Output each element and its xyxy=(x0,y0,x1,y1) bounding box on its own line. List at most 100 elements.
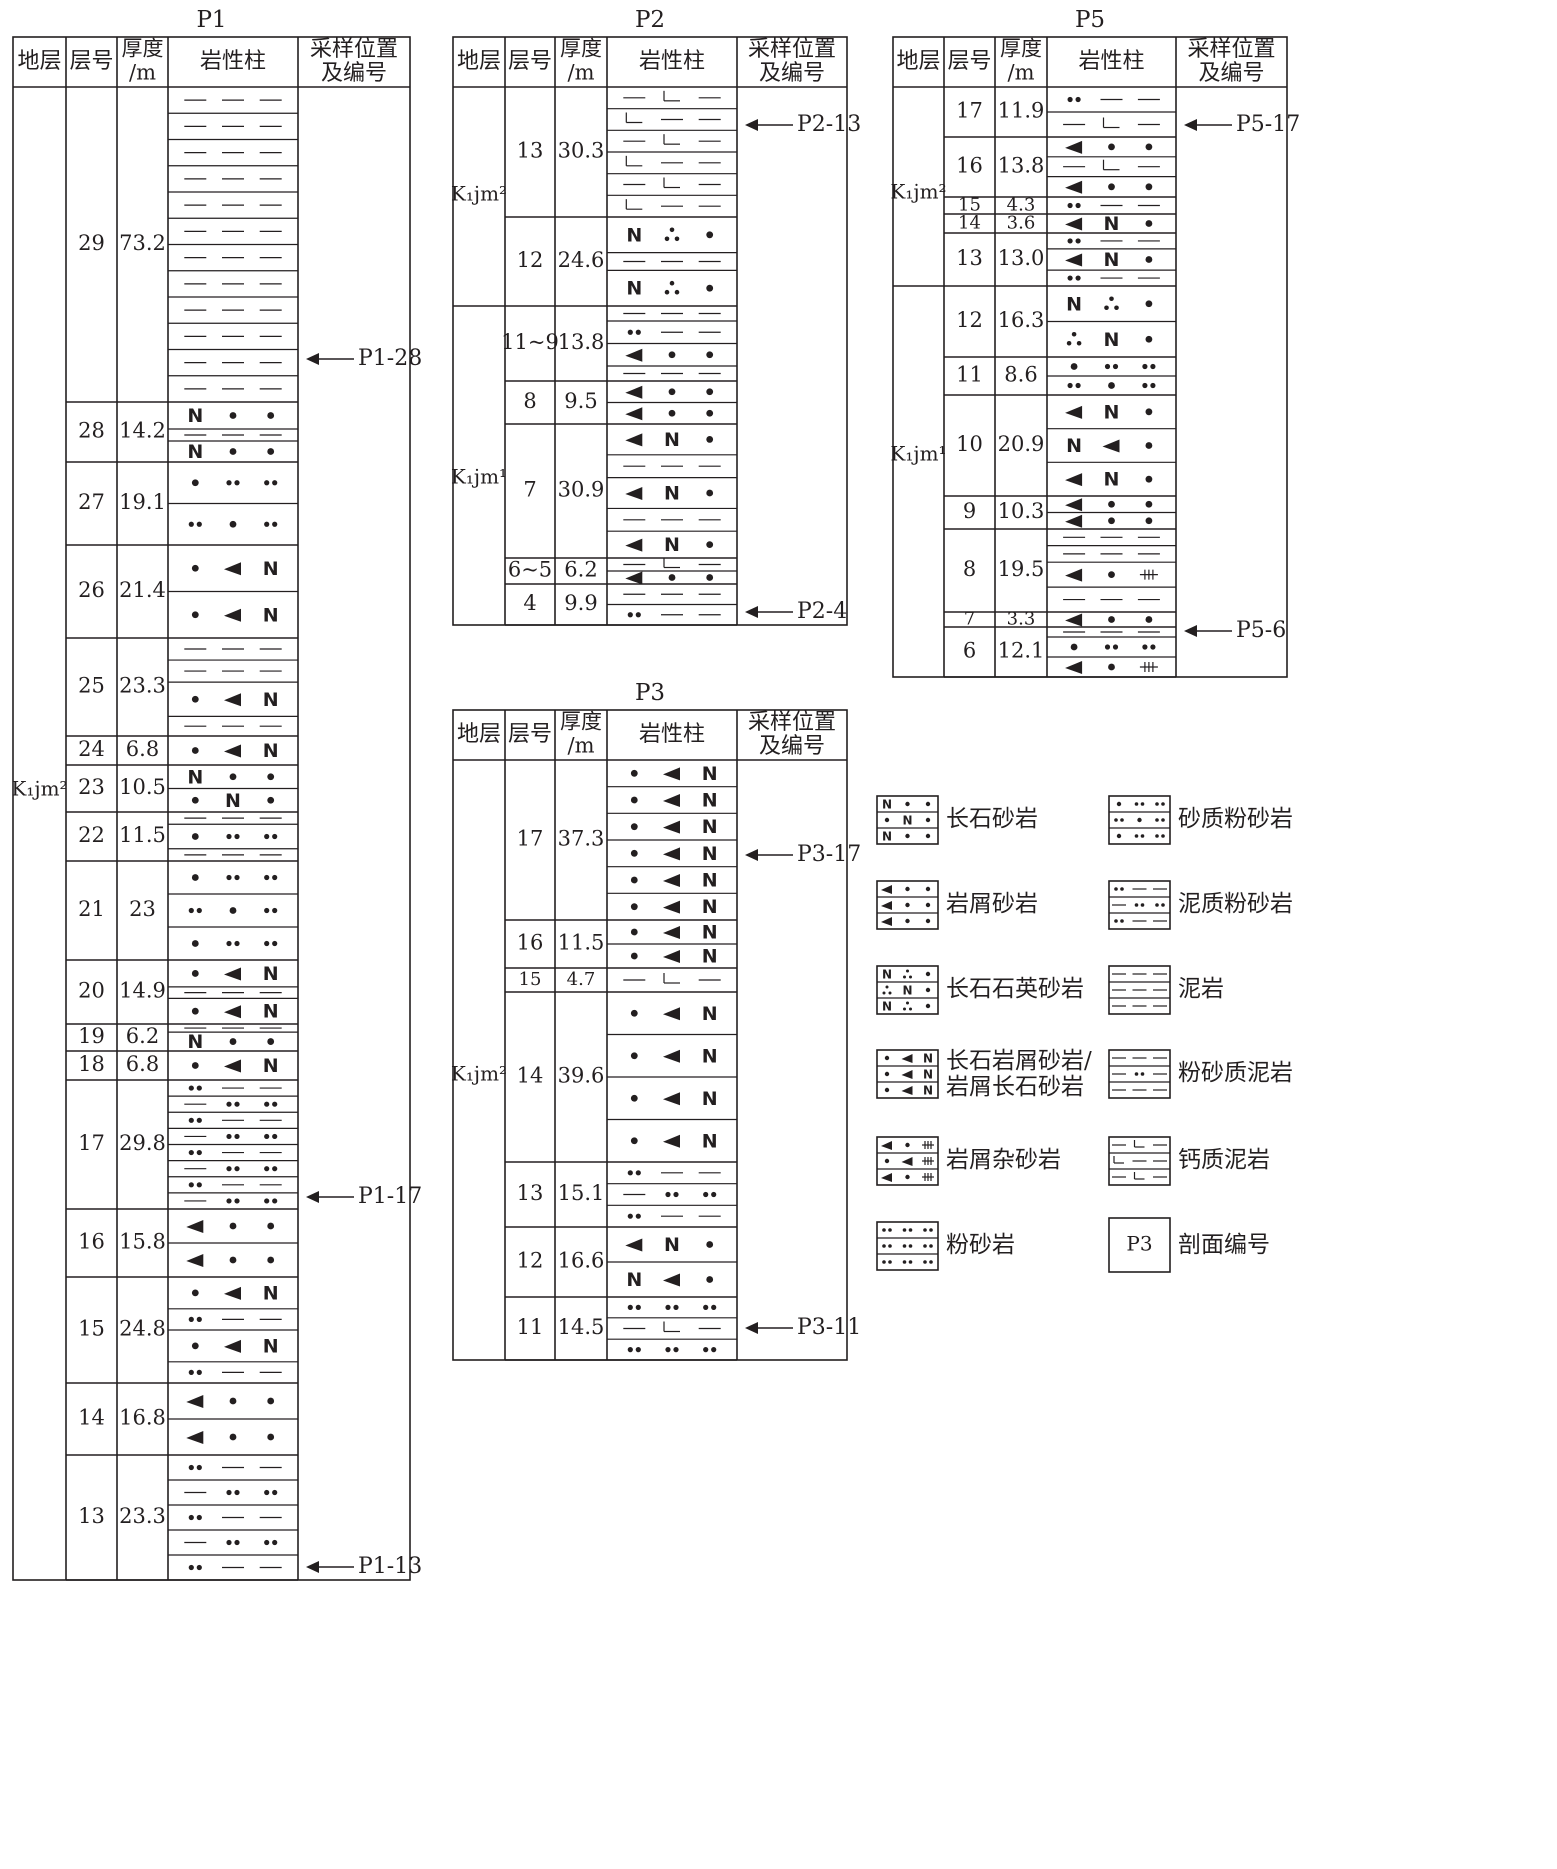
double-dot-symbol xyxy=(635,1170,641,1176)
layer-row: 11~913.8 xyxy=(501,312,737,382)
legend-item-muddy_siltstone: 泥质粉砂岩 xyxy=(1108,880,1293,930)
layer-thickness: 15.1 xyxy=(558,1181,605,1205)
quartz-dots-symbol xyxy=(674,289,680,295)
legend-label-2: 岩屑长石砂岩 xyxy=(946,1074,1084,1100)
legend: NNN长石砂岩砂质粉砂岩岩屑砂岩泥质粉砂岩NNN长石石英砂岩泥岩NNN长石岩屑砂… xyxy=(876,795,1293,1273)
layer-thickness: 23 xyxy=(129,897,156,921)
dot-symbol xyxy=(267,1397,275,1405)
legend-swatch-pattern xyxy=(877,885,938,926)
layer-thickness: 10.3 xyxy=(998,499,1045,523)
lithology-block xyxy=(168,479,298,528)
double-dot-symbol xyxy=(188,1464,194,1471)
dot-symbol xyxy=(668,409,676,417)
dot-symbol xyxy=(630,823,638,831)
lithic-triangle-symbol xyxy=(1065,568,1083,582)
double-dot-symbol xyxy=(1140,1072,1145,1076)
section-frame xyxy=(12,36,411,1581)
dot-symbol xyxy=(668,574,676,581)
legend-item-lithic_sandstone: 岩屑砂岩 xyxy=(876,880,1038,930)
lithic-triangle-symbol xyxy=(663,900,680,914)
layer-thickness: 24.6 xyxy=(558,248,605,272)
layer-thickness: 29.8 xyxy=(119,1131,166,1155)
double-dot-symbol xyxy=(1134,802,1139,806)
double-dot-symbol xyxy=(1150,382,1156,389)
lithic-triangle-symbol xyxy=(1065,217,1083,231)
double-dot-symbol xyxy=(703,1347,709,1353)
sample-marker: P3-17 xyxy=(745,842,861,867)
double-dot-symbol xyxy=(673,1191,679,1198)
layer-thickness: 30.3 xyxy=(558,139,605,163)
double-dot-symbol xyxy=(1155,802,1159,806)
legend-label: 粉砂岩 xyxy=(946,1232,1015,1258)
layer-thickness: 30.9 xyxy=(558,478,605,502)
double-dot-symbol xyxy=(908,1228,913,1232)
layer-number: 12 xyxy=(517,248,544,272)
layer-number: 17 xyxy=(517,827,544,851)
layer-number: 13 xyxy=(517,1181,544,1205)
double-dot-symbol xyxy=(272,480,278,486)
stratum-label: K₁jm² xyxy=(451,182,507,206)
layer-number: 29 xyxy=(78,231,105,255)
dot-symbol xyxy=(267,1222,275,1230)
double-dot-symbol xyxy=(882,1228,886,1232)
feldspar-n-symbol: N xyxy=(263,963,279,985)
dot-symbol xyxy=(1145,256,1153,263)
lithic-triangle-symbol xyxy=(224,1005,241,1019)
lithic-triangle-symbol xyxy=(1065,498,1083,512)
double-dot-symbol xyxy=(1075,238,1081,244)
quartz-dots-symbol xyxy=(882,991,886,995)
lithology-block xyxy=(1047,498,1176,528)
dot-symbol xyxy=(191,970,199,977)
layer-number: 11~9 xyxy=(501,330,559,354)
lithic-triangle-symbol xyxy=(186,1395,204,1408)
quartz-dots-symbol xyxy=(664,289,670,295)
double-dot-symbol xyxy=(234,940,240,947)
lithic-triangle-symbol xyxy=(663,950,680,963)
layer-thickness: 11.9 xyxy=(998,99,1045,123)
lithic-triangle-symbol xyxy=(224,967,241,981)
double-dot-symbol xyxy=(1075,275,1081,281)
double-dot-symbol xyxy=(1114,919,1118,923)
legend-item-sandy_siltstone: 砂质粉砂岩 xyxy=(1108,795,1293,845)
double-dot-symbol xyxy=(1150,644,1156,650)
lithology-block: N xyxy=(626,278,714,300)
feldspar-n-symbol: N xyxy=(263,1335,279,1357)
double-dot-symbol xyxy=(929,1228,933,1232)
lithology-block xyxy=(623,973,721,984)
lithic-triangle-symbol xyxy=(663,1273,680,1287)
sample-marker: P1-13 xyxy=(306,1554,422,1579)
feldspar-n-symbol: N xyxy=(187,405,203,427)
lithology-block xyxy=(607,1170,737,1219)
double-dot-symbol xyxy=(627,1304,633,1310)
dot-symbol xyxy=(884,817,890,823)
double-dot-symbol xyxy=(264,521,270,527)
feldspar-n-symbol: N xyxy=(263,1055,279,1077)
double-dot-symbol xyxy=(1067,382,1073,389)
dot-symbol xyxy=(191,611,199,619)
double-dot-symbol xyxy=(234,1133,240,1140)
feldspar-n-symbol: N xyxy=(882,798,892,812)
legend-item-calcareous_mudstone: 钙质泥岩 xyxy=(1108,1136,1270,1186)
double-dot-symbol xyxy=(923,1260,927,1264)
dot-symbol xyxy=(1137,817,1142,823)
lithic-triangle-symbol xyxy=(881,917,892,926)
double-dot-symbol xyxy=(226,940,232,947)
sample-marker: P3-11 xyxy=(745,1315,861,1340)
layer-number: 15 xyxy=(78,1317,105,1341)
dot-symbol xyxy=(191,479,199,487)
double-dot-symbol xyxy=(226,1489,232,1496)
lithology-block: N xyxy=(191,1001,279,1023)
legend-swatch-pattern xyxy=(877,1141,938,1182)
double-dot-symbol xyxy=(1155,818,1159,822)
double-dot-symbol xyxy=(635,1347,641,1353)
